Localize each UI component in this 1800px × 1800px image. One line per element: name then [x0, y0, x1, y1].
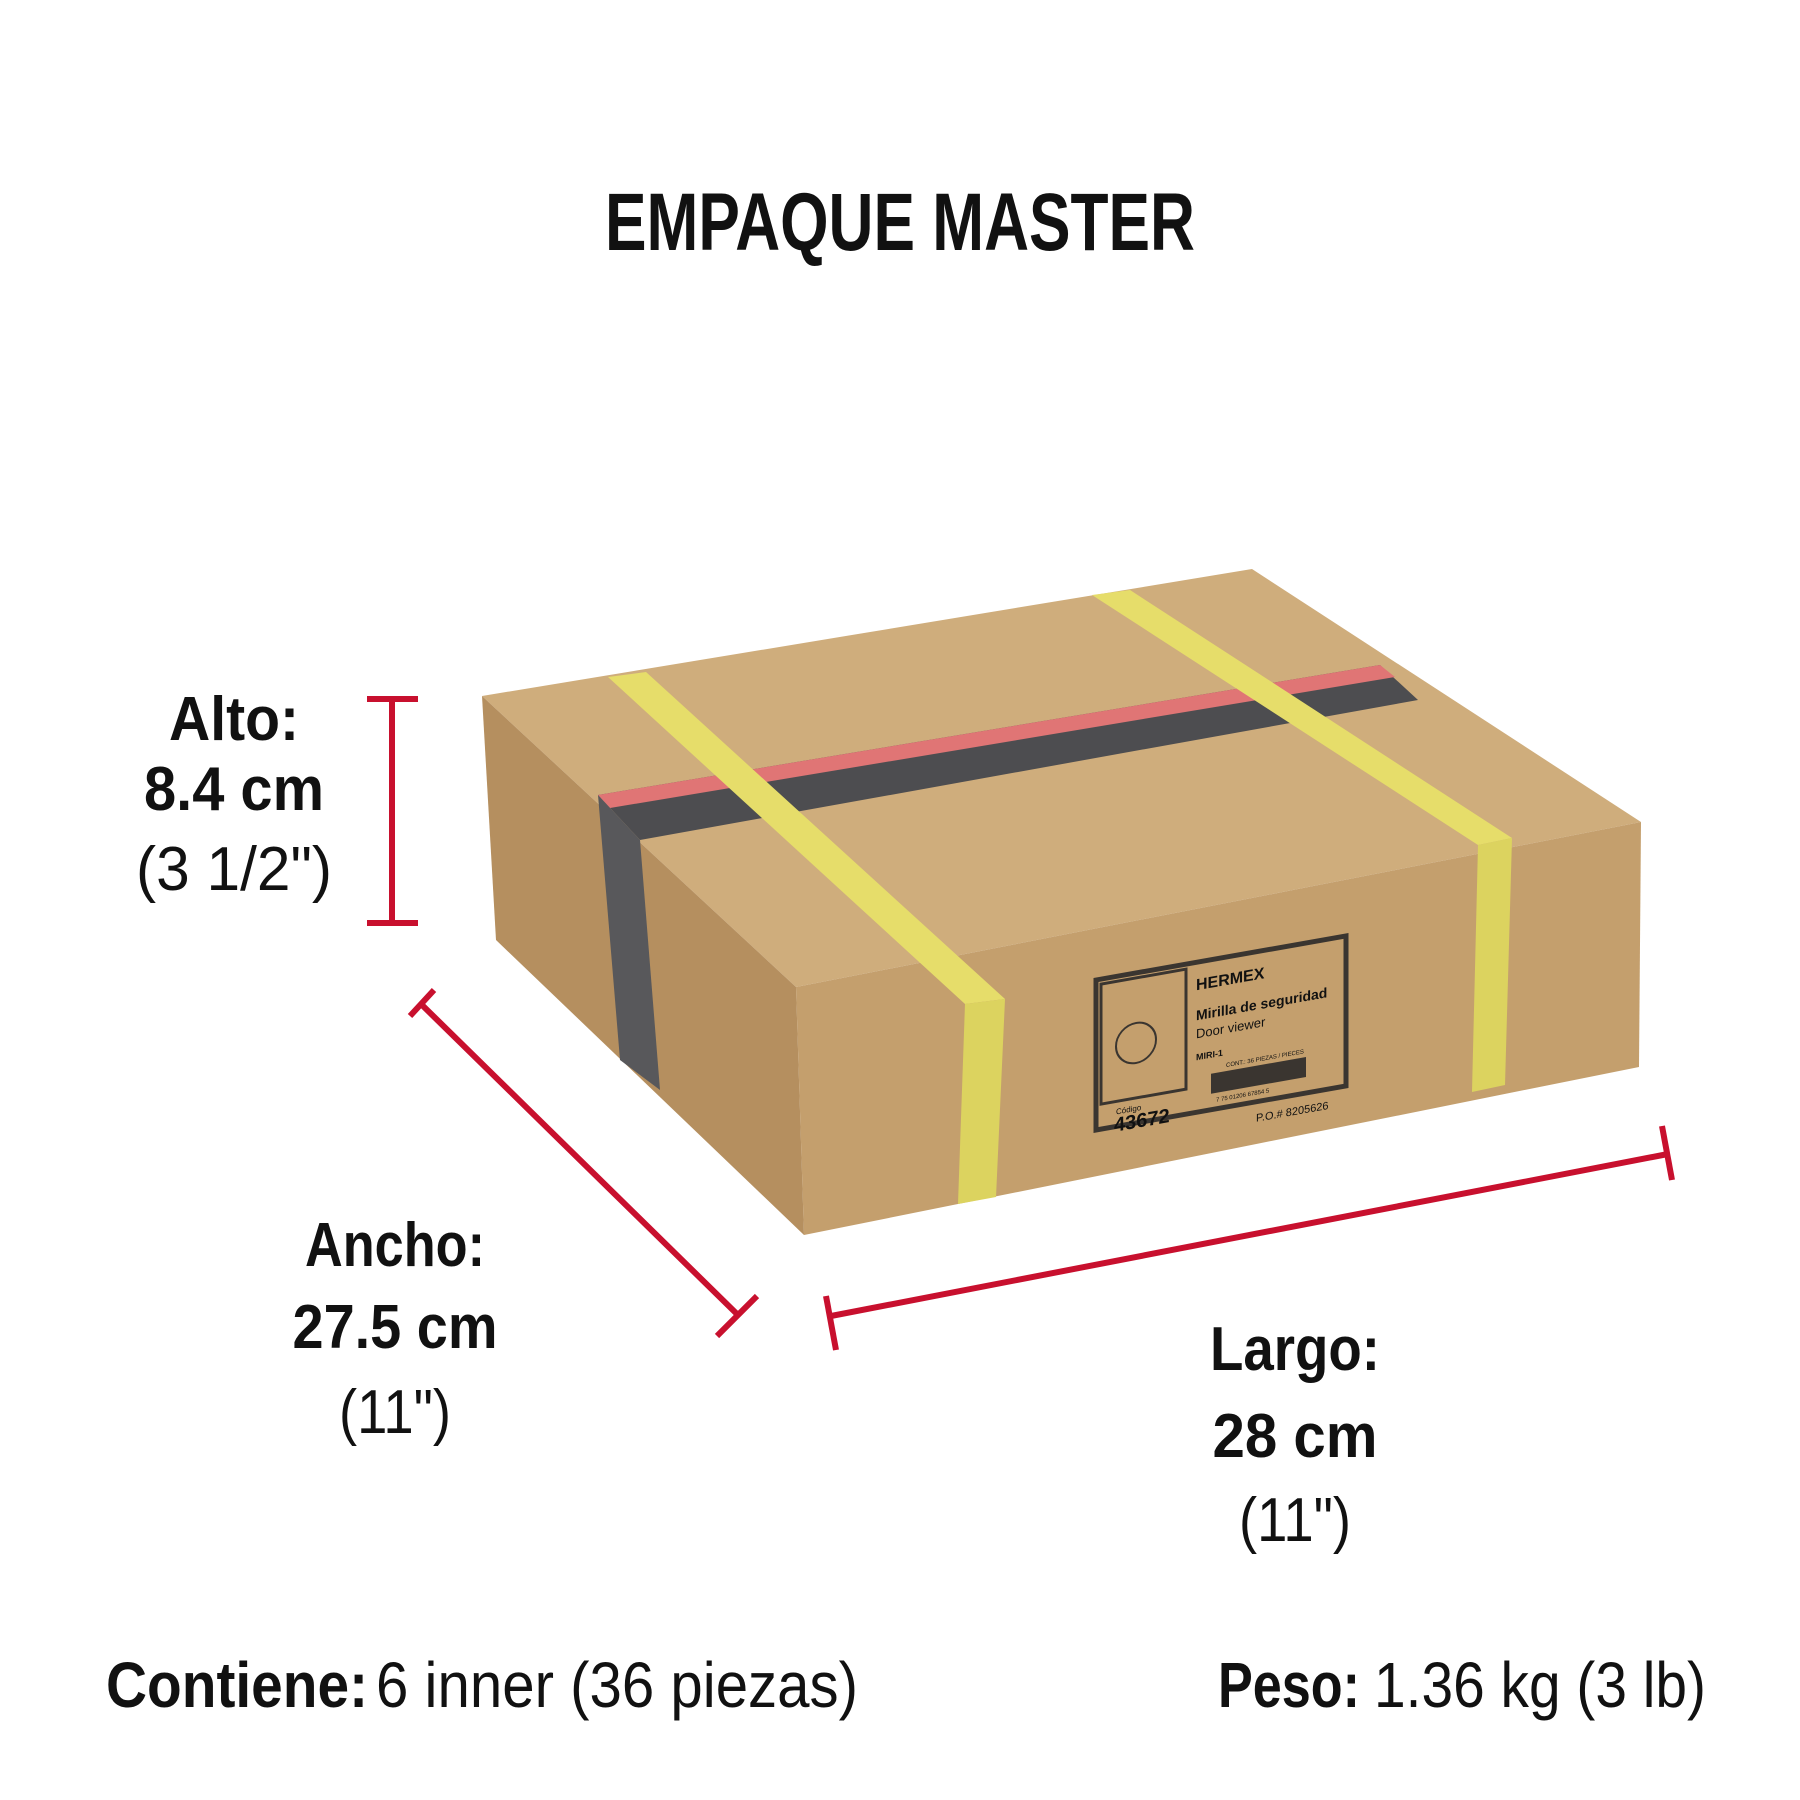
- largo-title: Largo:: [1210, 1315, 1380, 1384]
- largo-dimension-line: [823, 1125, 1675, 1351]
- strap: [1472, 838, 1512, 1092]
- master-box: HERMEX Mirilla de seguridad Door viewer …: [482, 569, 1641, 1235]
- box-front-face: [796, 822, 1641, 1235]
- alto-label: Alto: 8.4 cm (3 1/2"): [136, 685, 332, 904]
- packing-tape-side: [598, 795, 660, 1090]
- ancho-dimension-line: [407, 987, 760, 1339]
- page-title: EMPAQUE MASTER: [605, 177, 1195, 268]
- alto-metric: 8.4 cm: [144, 755, 324, 824]
- contents-value: 6 inner (36 piezas): [376, 1649, 858, 1721]
- alto-dimension-line: [367, 696, 418, 926]
- largo-metric: 28 cm: [1213, 1402, 1378, 1471]
- packing-tape: [598, 665, 1418, 840]
- ancho-label: Ancho: 27.5 cm (11"): [293, 1211, 498, 1447]
- contents-info: Contiene: 6 inner (36 piezas): [106, 1649, 858, 1721]
- ancho-title: Ancho:: [305, 1211, 485, 1280]
- box-label-clave: MIRI-1: [1196, 1048, 1223, 1063]
- largo-imperial: (11"): [1239, 1486, 1351, 1555]
- dimension-lines: [367, 696, 1675, 1351]
- alto-imperial: (3 1/2"): [136, 835, 332, 904]
- strap: [958, 999, 1005, 1204]
- weight-value: 1.36 kg (3 lb): [1374, 1649, 1706, 1721]
- alto-title: Alto:: [169, 685, 299, 754]
- ancho-imperial: (11"): [339, 1378, 451, 1447]
- ancho-metric: 27.5 cm: [293, 1293, 498, 1362]
- weight-info: Peso: 1.36 kg (3 lb): [1218, 1649, 1706, 1721]
- strap: [608, 672, 1005, 1004]
- door-viewer-icon: [1115, 1021, 1157, 1065]
- largo-label: Largo: 28 cm (11"): [1210, 1315, 1380, 1555]
- weight-label: Peso:: [1218, 1649, 1360, 1721]
- barcode: [1211, 1056, 1306, 1094]
- packing-tape-red-stripe: [598, 665, 1395, 808]
- contents-label: Contiene:: [106, 1649, 368, 1721]
- strap: [1092, 590, 1512, 845]
